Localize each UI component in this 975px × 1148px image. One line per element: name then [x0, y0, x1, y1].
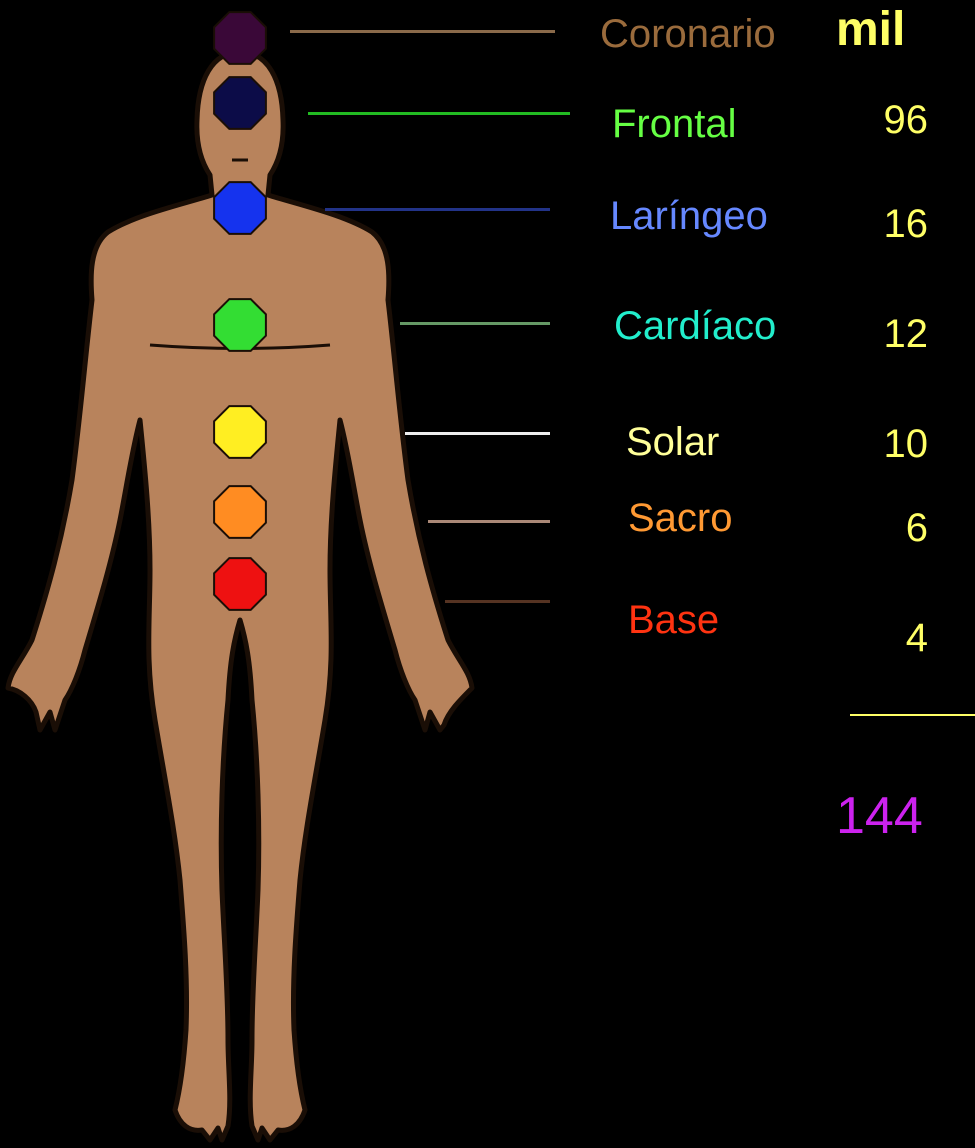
chakra-value-cardiaco: 12: [848, 314, 928, 354]
chakra-value-laringeo: 16: [848, 204, 928, 244]
leader-line-cardiaco: [400, 322, 550, 325]
total-value: 144: [836, 790, 923, 842]
chakra-label-base: Base: [628, 600, 719, 640]
chakra-dot-solar: [214, 406, 266, 458]
chakra-value-frontal: 96: [848, 100, 928, 140]
chakra-label-coronario: Coronario: [600, 14, 776, 54]
chakra-dot-cardiaco: [214, 299, 266, 351]
unit-label: mil: [836, 6, 905, 54]
leader-line-sacro: [428, 520, 550, 523]
chakra-label-sacro: Sacro: [628, 498, 733, 538]
chakra-value-solar: 10: [848, 424, 928, 464]
chakra-dot-frontal: [214, 77, 266, 129]
chakra-dots: [214, 12, 266, 610]
chakra-label-solar: Solar: [626, 422, 719, 462]
leader-line-laringeo: [325, 208, 550, 211]
chakra-label-frontal: Frontal: [612, 104, 737, 144]
chakra-label-laringeo: Laríngeo: [610, 196, 768, 236]
chakra-label-cardiaco: Cardíaco: [614, 306, 776, 346]
leader-line-solar: [405, 432, 550, 435]
chakra-dot-base: [214, 558, 266, 610]
chakra-dot-laringeo: [214, 182, 266, 234]
leader-line-base: [445, 600, 550, 603]
chakra-value-base: 4: [848, 618, 928, 658]
leader-line-frontal: [308, 112, 570, 115]
leader-line-coronario: [290, 30, 555, 33]
chakra-dot-sacro: [214, 486, 266, 538]
chakra-dot-coronario: [214, 12, 266, 64]
chakra-value-sacro: 6: [848, 508, 928, 548]
sum-line: [850, 714, 975, 716]
